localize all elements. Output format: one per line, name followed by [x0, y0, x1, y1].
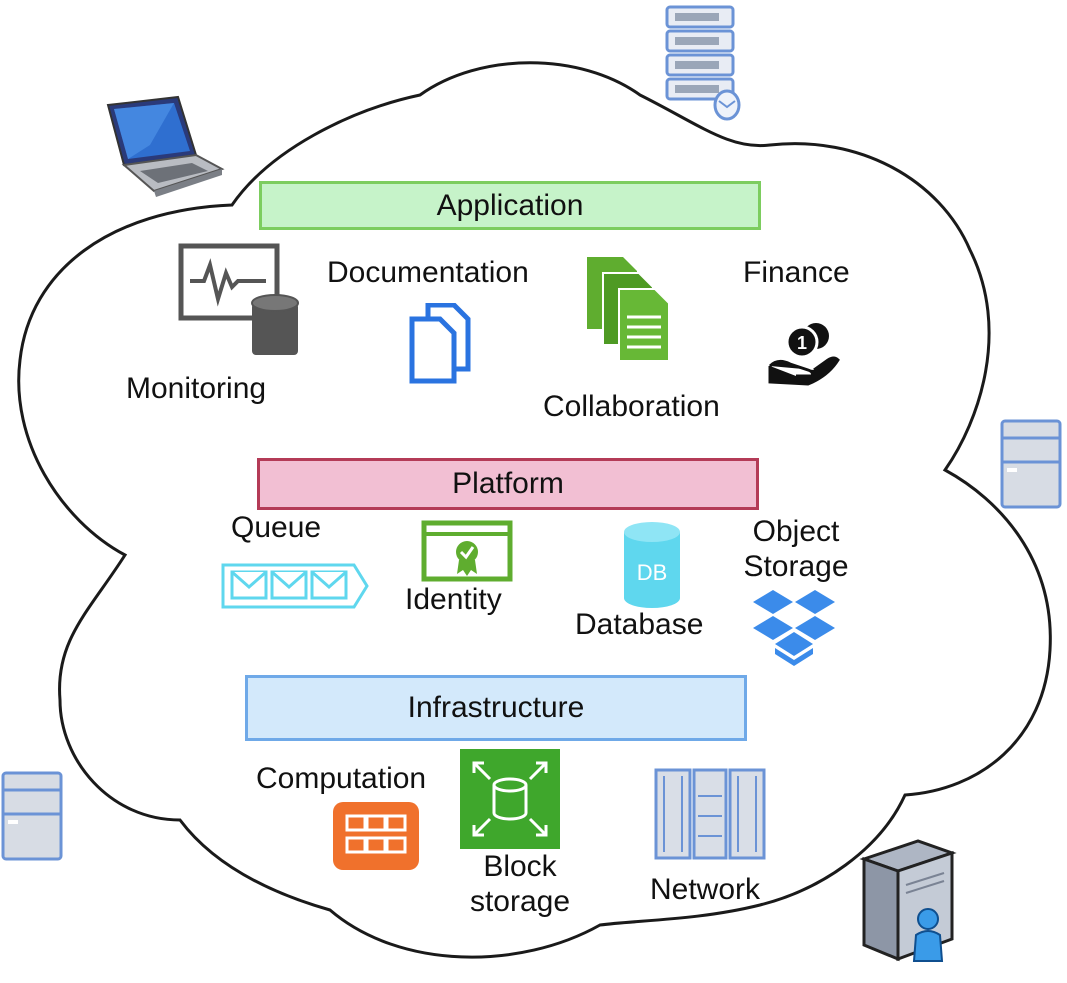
network-label: Network — [650, 873, 761, 906]
finance-label: Finance — [743, 256, 850, 289]
monitoring-label: Monitoring — [126, 372, 267, 405]
platform-layer-band: Platform — [257, 458, 759, 510]
database-label: Database — [575, 608, 704, 641]
tower-server-icon — [1000, 419, 1062, 509]
monitoring-icon — [178, 243, 299, 355]
platform-layer-label: Platform — [452, 467, 564, 500]
documents-icon — [409, 303, 471, 384]
documentation-label: Documentation — [327, 256, 529, 289]
queue-label: Queue — [231, 511, 322, 544]
infrastructure-layer-band: Infrastructure — [245, 675, 747, 741]
block-storage-label: Block storage — [450, 850, 590, 919]
database-icon: DB — [624, 522, 680, 608]
laptop-icon — [106, 95, 225, 197]
identity-certificate-icon — [421, 520, 513, 582]
svg-text:1: 1 — [797, 333, 807, 353]
network-rack-icon — [654, 768, 766, 860]
collaboration-label: Collaboration — [543, 390, 720, 423]
identity-label: Identity — [405, 583, 502, 616]
message-queue-icon — [221, 563, 369, 609]
block-storage-label-line2: storage — [469, 884, 571, 918]
block-storage-icon — [460, 749, 560, 849]
block-storage-label-line1: Block — [483, 850, 557, 883]
object-storage-label-line1: Object — [752, 515, 840, 548]
tower-server-icon — [1, 771, 63, 861]
rack-server-icon — [665, 5, 741, 121]
coin-hand-icon: 1 — [768, 323, 840, 386]
object-storage-box-icon — [753, 590, 835, 666]
infrastructure-layer-label: Infrastructure — [407, 691, 585, 724]
collaboration-icon — [587, 257, 670, 362]
application-layer-label: Application — [436, 188, 584, 222]
application-layer-band: Application — [259, 181, 761, 230]
database-icon-text: DB — [637, 560, 668, 585]
server-user-icon — [859, 839, 957, 962]
compute-icon — [333, 802, 419, 870]
object-storage-label: Object Storage — [734, 515, 858, 584]
object-storage-label-line2: Storage — [743, 549, 849, 583]
computation-label: Computation — [256, 762, 427, 795]
